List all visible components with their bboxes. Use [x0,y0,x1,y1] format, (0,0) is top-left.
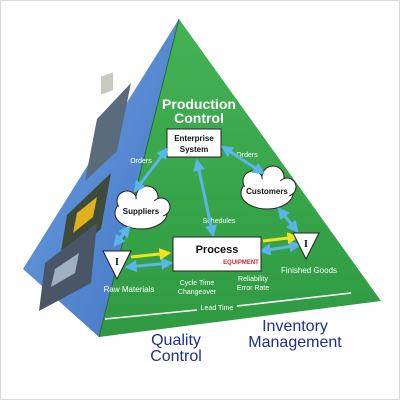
cycle-time-label: Cycle Time [180,280,215,287]
flow-arrows [113,145,302,273]
enterprise-system-label: Enterprise [174,134,214,143]
production-control-title-line2: Control [174,110,224,126]
orders-left-label: Orders [130,158,152,165]
finished-inventory-symbol: I [304,239,308,250]
quality-control-caption: Quality Control [131,333,221,365]
arrow-suppliers-raw [113,225,131,247]
arrow-enterprise-customers [220,145,266,175]
suppliers-cloud: Suppliers [114,185,171,230]
process-box [172,236,262,272]
inventory-management-line2: Management [248,334,342,351]
schedules-label: Schedules [203,218,236,225]
factory-photo-top [85,83,131,181]
enterprise-system-label-line2: System [180,145,208,154]
yellow-arrow-process-finished [262,232,300,245]
inventory-management-caption: Inventory Management [239,319,351,351]
arrow-raw-process [124,257,174,273]
finished-goods-label: Finished Goods [281,266,337,275]
reliability-label: Reliability [238,276,268,283]
enterprise-system-box [166,128,222,158]
production-control-title: Production [162,96,236,112]
process-label: Process [196,244,239,256]
inventory-management-line1: Inventory [262,318,328,335]
raw-inventory-triangle: I [102,250,132,281]
arrow-enterprise-process [193,158,217,238]
factory-photos [39,72,131,311]
raw-materials-label: Raw Materials [104,285,155,294]
yellow-arrow-raw-process [130,248,172,260]
customers-label: Customers [246,187,288,196]
finished-inventory-triangle: I [292,232,320,261]
lead-time-line-right [236,292,352,307]
raw-inventory-symbol: I [115,257,119,268]
quality-control-line1: Quality [151,332,201,349]
suppliers-label: Suppliers [123,207,160,216]
arrow-customers-finished [277,207,299,233]
lead-time-line-left [104,309,198,320]
changeover-label: Changeover [178,289,217,296]
error-rate-label: Error Rate [237,285,269,292]
arrow-enterprise-suppliers [133,147,169,193]
lead-time-label: Lead Time [201,305,234,312]
arrow-process-finished [258,240,302,256]
quality-control-line2: Control [150,348,202,365]
equipment-label: EQUIPMENT [223,260,259,266]
